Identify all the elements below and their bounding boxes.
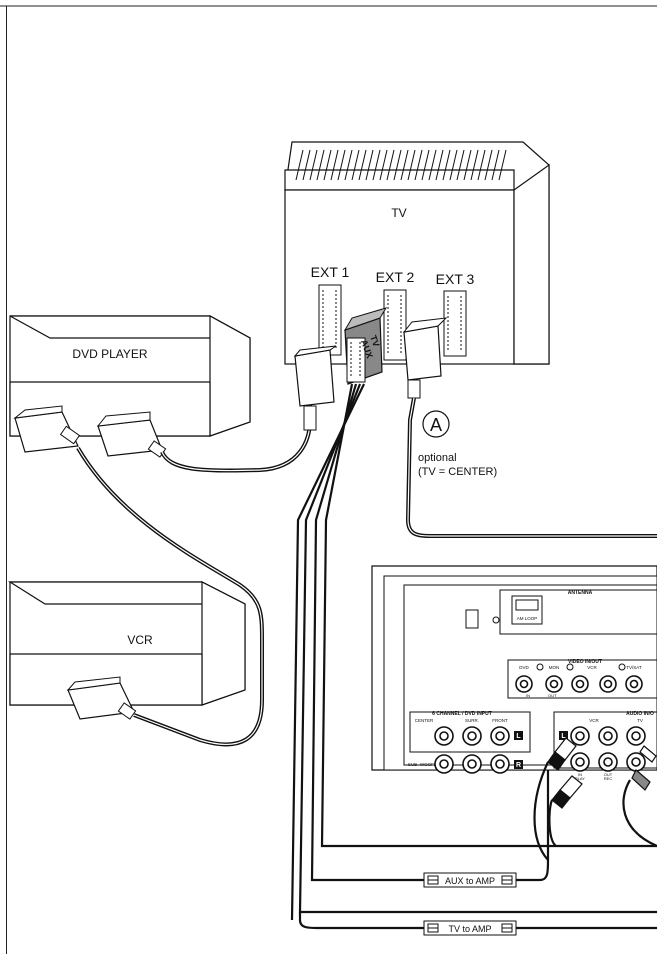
vcr-scart-plug [66,676,137,720]
optional-note: optional [418,452,457,464]
marker-a-letter: A [430,415,442,435]
six-channel-input-section: 6 CHANNEL / DVD INPUT CENTER SURR. FRONT… [408,711,531,774]
vcr-label: VCR [127,633,153,647]
audio-in-out-label: AUDIO IN/O [626,711,654,717]
dvd-player-label: DVD PLAYER [72,347,147,361]
ext2-scart-plug: TV AUX [343,307,388,385]
dvd-scart-plug-right [96,411,167,458]
audio-in-label: IN [578,772,582,777]
ext1-scart-plug [293,345,337,431]
connection-a-marker: A [422,410,450,438]
antenna-label: ANTENNA [568,590,593,596]
front-l-badge: L [516,733,521,740]
tv-to-amp-label: TV to AMP [423,920,517,936]
video-vcr-label: VCR [587,665,597,670]
dvd-player: DVD PLAYER [9,314,251,437]
plug-label-tv: TV [368,334,381,348]
audio-tv-label: TV [637,718,643,723]
subwoofer-label: SUB- WOOFER [408,762,441,767]
audio-rec-label: REC [604,776,613,781]
tv-label: TV [391,206,406,220]
ext2-label: EXT 2 [376,269,415,285]
video-in-out-section: VIDEO IN/OUT DVD MON VCR TV/SAT IN OUT [507,659,657,699]
cable-bundle-ext2 [290,383,657,921]
video-tvsat-label: TV/SAT [626,665,642,670]
six-ch-label: 6 CHANNEL / DVD INPUT [432,711,492,717]
am-loop-label: AM LOOP [517,616,538,621]
front-label: FRONT [492,718,508,723]
scart-socket-ext2 [383,289,407,361]
audio-vcr-label: VCR [589,718,599,723]
aux-to-amp-label: AUX to AMP [423,872,517,888]
scart-socket-ext3 [443,290,467,357]
audio-l-badge: L [561,733,566,740]
ext3-label: EXT 3 [436,271,475,287]
ext3-scart-plug [402,317,448,399]
audio-play-label: PLAY [575,776,585,781]
video-in-label: IN [526,693,530,698]
audio-out-label: OUT [604,772,613,777]
front-r-badge: R [516,762,521,769]
dvd-scart-plug-left [13,405,81,453]
tv-to-amp-text: TV to AMP [448,924,491,934]
aux-to-amp-text: AUX to AMP [445,876,495,886]
cable-tv-to-amp [298,912,657,930]
audio-in-out-section: AUDIO IN/O VCR TV L IN PLAY OUT REC [553,711,657,781]
video-dvd-label: DVD [519,665,529,670]
vcr-device: VCR [7,581,246,706]
video-in-out-label: VIDEO IN/OUT [568,659,602,665]
surr-label: SURR. [465,718,479,723]
antenna-section: ANTENNA AM LOOP [465,589,657,635]
rca-plugs [547,737,657,809]
scart-socket-ext1 [318,284,342,356]
video-out-label: OUT [548,693,557,698]
ext1-label: EXT 1 [311,264,350,280]
video-mon-label: MON [549,665,560,670]
tv-center-note: (TV = CENTER) [418,466,497,478]
center-label: CENTER [415,718,434,723]
